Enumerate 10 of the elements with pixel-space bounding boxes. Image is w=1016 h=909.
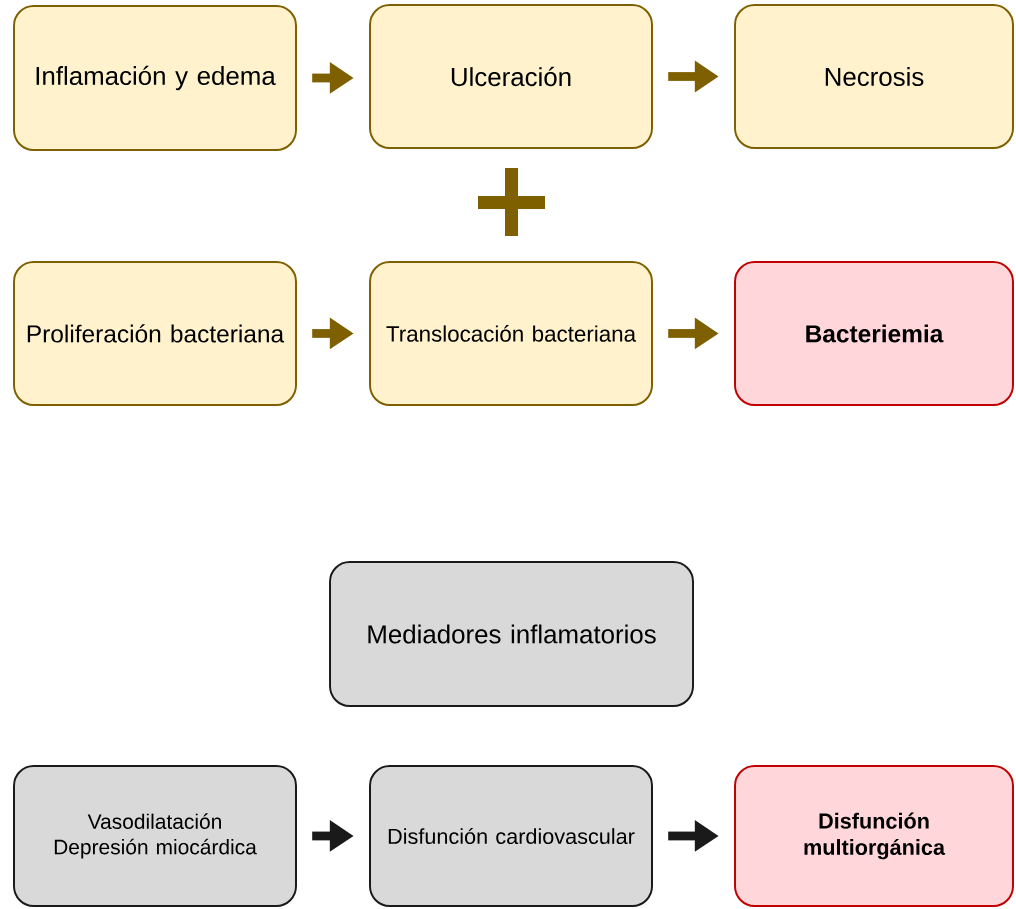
process-box: Inflamación y edema (13, 5, 297, 151)
process-box: Necrosis (734, 4, 1014, 149)
outcome-box: Disfunción multiorgánica (734, 765, 1014, 907)
process-box: Mediadores inflamatorios (329, 561, 694, 707)
outcome-box: Bacteriemia (734, 260, 1014, 406)
process-box: Translocación bacteriana (369, 260, 653, 406)
process-box: Vasodilatación Depresión miocárdica (13, 765, 297, 907)
process-box: Disfunción cardiovascular (369, 765, 653, 907)
process-box: Proliferación bacteriana (13, 260, 297, 406)
process-box: Ulceración (369, 4, 653, 149)
